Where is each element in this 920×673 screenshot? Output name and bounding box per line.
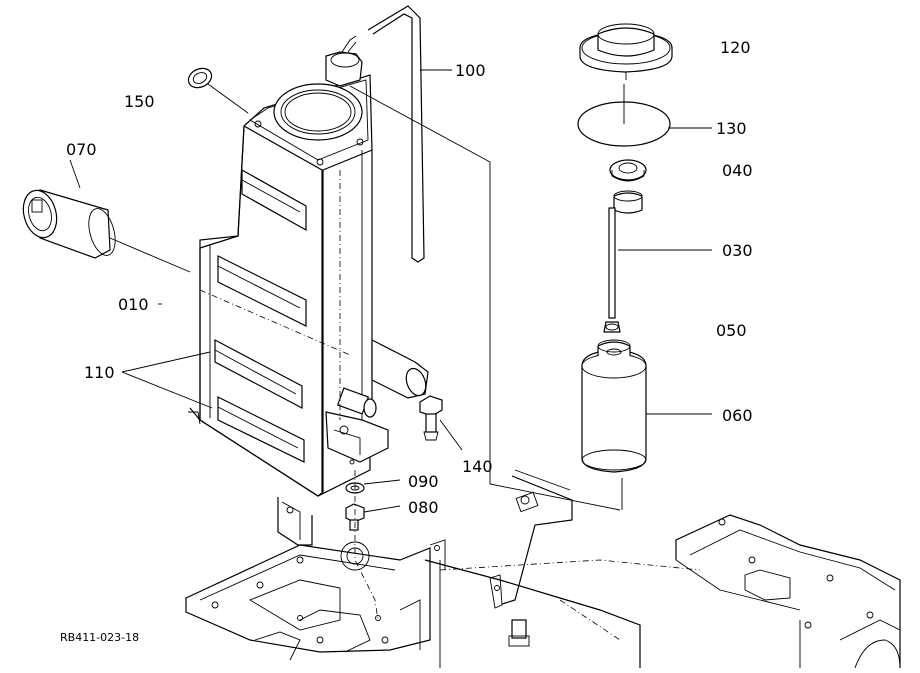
reference-code: RB411-023-18 — [60, 631, 139, 644]
label-130: 130 — [716, 119, 747, 138]
breather-cap-150 — [187, 67, 249, 114]
leader-lines — [121, 303, 213, 409]
label-040: 040 — [722, 161, 753, 180]
label-090: 090 — [408, 472, 439, 491]
bolt-080 — [345, 470, 401, 621]
label-070: 070 — [66, 140, 97, 159]
label-140: 140 — [462, 457, 493, 476]
filter-canister-060 — [581, 339, 712, 510]
sensor-hose-100 — [325, 5, 621, 511]
label-010: 010 — [118, 295, 149, 314]
label-030: 030 — [722, 241, 753, 260]
label-060: 060 — [722, 406, 753, 425]
washer-040 — [609, 159, 647, 182]
o-ring-130 — [577, 84, 712, 147]
label-150: 150 — [124, 92, 155, 111]
rod-030 — [603, 190, 712, 333]
filter-element-070 — [22, 159, 191, 273]
hydraulic-tank — [188, 74, 429, 497]
label-100: 100 — [455, 61, 486, 80]
label-120: 120 — [720, 38, 751, 57]
label-080: 080 — [408, 498, 439, 517]
chassis-frame — [185, 469, 901, 669]
label-050: 050 — [716, 321, 747, 340]
washer-090 — [345, 479, 401, 494]
label-110: 110 — [84, 363, 115, 382]
bolt-140 — [419, 395, 463, 451]
tank-cap-120 — [579, 23, 673, 80]
